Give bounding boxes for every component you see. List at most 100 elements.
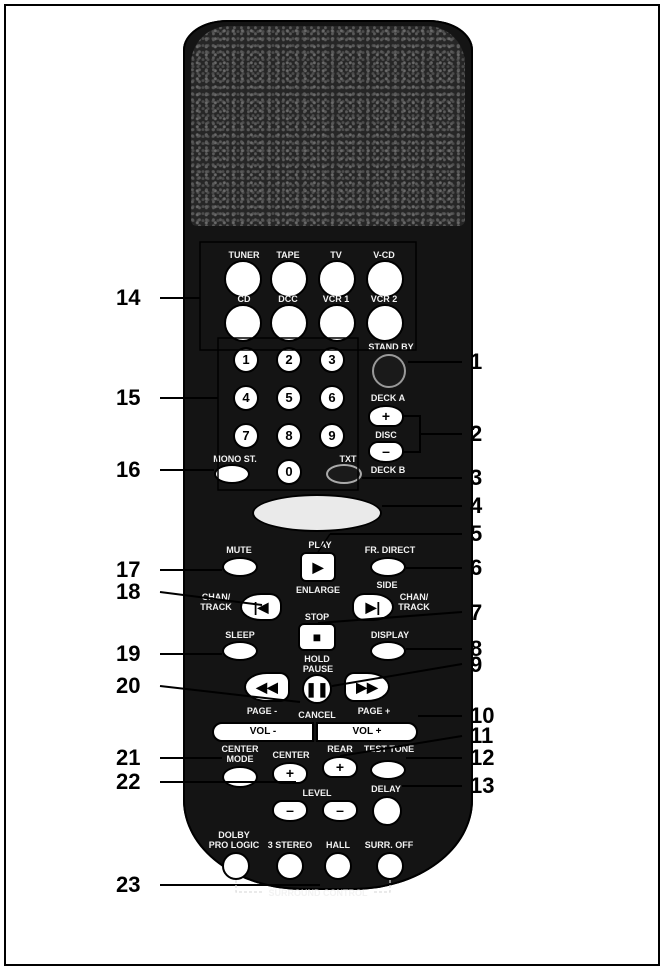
vcd-button[interactable] bbox=[366, 260, 404, 298]
keypad-8[interactable]: 8 bbox=[276, 423, 302, 449]
volume-down-button[interactable]: VOL - bbox=[212, 722, 314, 742]
surr-off-button[interactable] bbox=[376, 852, 404, 880]
stop-button[interactable]: ■ bbox=[298, 623, 336, 651]
keypad-2[interactable]: 2 bbox=[276, 347, 302, 373]
label-center-mode: CENTER MODE bbox=[221, 744, 259, 764]
label-tv: TV bbox=[330, 250, 342, 260]
callout-3: 3 bbox=[470, 465, 483, 490]
callout-11: 11 bbox=[470, 723, 494, 748]
label-play: PLAY bbox=[308, 540, 332, 550]
delay-button[interactable] bbox=[372, 796, 402, 826]
callout-20: 20 bbox=[116, 673, 141, 698]
label-enlarge: ENLARGE bbox=[295, 585, 340, 595]
callout-14: 14 bbox=[116, 285, 141, 310]
line-20 bbox=[159, 685, 301, 703]
dolby-pro-logic-button[interactable] bbox=[222, 852, 250, 880]
tape-button[interactable] bbox=[270, 260, 308, 298]
tuner-button[interactable] bbox=[224, 260, 262, 298]
label-chan-track-left: CHAN/ TRACK bbox=[200, 592, 232, 612]
label-hall: HALL bbox=[326, 840, 350, 850]
keypad-9-label: 9 bbox=[328, 428, 336, 443]
label-pause: PAUSE bbox=[302, 664, 334, 674]
label-delay: DELAY bbox=[371, 784, 401, 794]
hall-button[interactable] bbox=[324, 852, 352, 880]
callout-17: 17 bbox=[116, 557, 141, 582]
label-standby: STAND BY bbox=[368, 342, 414, 352]
keypad-3[interactable]: 3 bbox=[319, 347, 345, 373]
keypad-group-box bbox=[217, 337, 359, 491]
label-surr-off: SURR. OFF bbox=[364, 840, 414, 850]
keypad-7[interactable]: 7 bbox=[233, 423, 259, 449]
remote-control-body bbox=[183, 20, 473, 890]
3-stereo-button[interactable] bbox=[276, 852, 304, 880]
label-dolby-pro-logic: DOLBY PRO LOGIC bbox=[208, 830, 260, 850]
keypad-3-label: 3 bbox=[328, 352, 336, 367]
keypad-4[interactable]: 4 bbox=[233, 385, 259, 411]
callout-19: 19 bbox=[116, 641, 141, 666]
keypad-4-label: 4 bbox=[242, 390, 250, 405]
stop-icon: ■ bbox=[312, 629, 322, 645]
minus-icon: – bbox=[336, 802, 344, 818]
label-hold: HOLD bbox=[304, 654, 330, 664]
vcr2-button[interactable] bbox=[366, 304, 404, 342]
keypad-8-label: 8 bbox=[285, 428, 293, 443]
keypad-5[interactable]: 5 bbox=[276, 385, 302, 411]
source-group-box bbox=[199, 241, 417, 351]
label-rear: REAR bbox=[327, 744, 353, 754]
sleep-button[interactable] bbox=[222, 641, 258, 661]
pause-icon: ❚❚ bbox=[305, 681, 329, 697]
line-7 bbox=[317, 611, 463, 624]
display-button[interactable] bbox=[370, 641, 406, 661]
vcr1-button[interactable] bbox=[318, 304, 356, 342]
label-page-plus: PAGE + bbox=[357, 706, 391, 716]
surround-bracket-left bbox=[235, 880, 262, 893]
callout-15: 15 bbox=[116, 385, 141, 410]
fr-direct-button[interactable] bbox=[370, 557, 406, 577]
keypad-0[interactable]: 0 bbox=[276, 459, 302, 485]
center-level-down-button[interactable]: – bbox=[272, 800, 308, 822]
label-disc: DISC bbox=[375, 430, 397, 440]
play-button[interactable]: ▶ bbox=[300, 552, 336, 582]
dcc-button[interactable] bbox=[270, 304, 308, 342]
standby-button[interactable] bbox=[372, 354, 406, 388]
next-track-button[interactable]: ▶| bbox=[352, 593, 394, 621]
tv-button[interactable] bbox=[318, 260, 356, 298]
keypad-1[interactable]: 1 bbox=[233, 347, 259, 373]
plus-icon: + bbox=[285, 765, 295, 781]
keypad-2-label: 2 bbox=[285, 352, 293, 367]
label-stop: STOP bbox=[304, 612, 330, 622]
label-txt: TXT bbox=[339, 454, 357, 464]
disc-down-button[interactable]: – bbox=[368, 441, 404, 463]
callout-18: 18 bbox=[116, 579, 141, 604]
mute-button[interactable] bbox=[222, 557, 258, 577]
rear-level-down-button[interactable]: – bbox=[322, 800, 358, 822]
keypad-9[interactable]: 9 bbox=[319, 423, 345, 449]
mono-st-button[interactable] bbox=[214, 464, 250, 484]
volume-up-button[interactable]: VOL + bbox=[316, 722, 418, 742]
rewind-button[interactable]: ◀◀ bbox=[244, 672, 290, 702]
label-3-stereo: 3 STEREO bbox=[267, 840, 313, 850]
test-tone-button[interactable] bbox=[370, 760, 406, 780]
previous-track-button[interactable]: |◀ bbox=[240, 593, 282, 621]
disc-up-button[interactable]: + bbox=[368, 405, 404, 427]
remote-window bbox=[252, 494, 382, 532]
pause-button[interactable]: ❚❚ bbox=[302, 674, 332, 704]
rear-level-up-button[interactable]: + bbox=[322, 756, 358, 778]
keypad-5-label: 5 bbox=[285, 390, 293, 405]
cd-button[interactable] bbox=[224, 304, 262, 342]
keypad-1-label: 1 bbox=[242, 352, 250, 367]
callout-10: 10 bbox=[470, 703, 495, 728]
line-11 bbox=[339, 735, 463, 757]
keypad-6[interactable]: 6 bbox=[319, 385, 345, 411]
minus-icon: – bbox=[382, 443, 390, 459]
txt-button[interactable] bbox=[326, 464, 362, 484]
callout-9: 9 bbox=[470, 652, 483, 677]
callout-1: 1 bbox=[470, 349, 483, 374]
label-surround-control: SURROUND CONTROL bbox=[268, 888, 368, 898]
label-sleep: SLEEP bbox=[225, 630, 255, 640]
plus-icon: + bbox=[381, 408, 391, 424]
callout-2: 2 bbox=[470, 421, 483, 446]
line-18 bbox=[159, 591, 263, 606]
label-test-tone: TEST TONE bbox=[363, 744, 415, 754]
